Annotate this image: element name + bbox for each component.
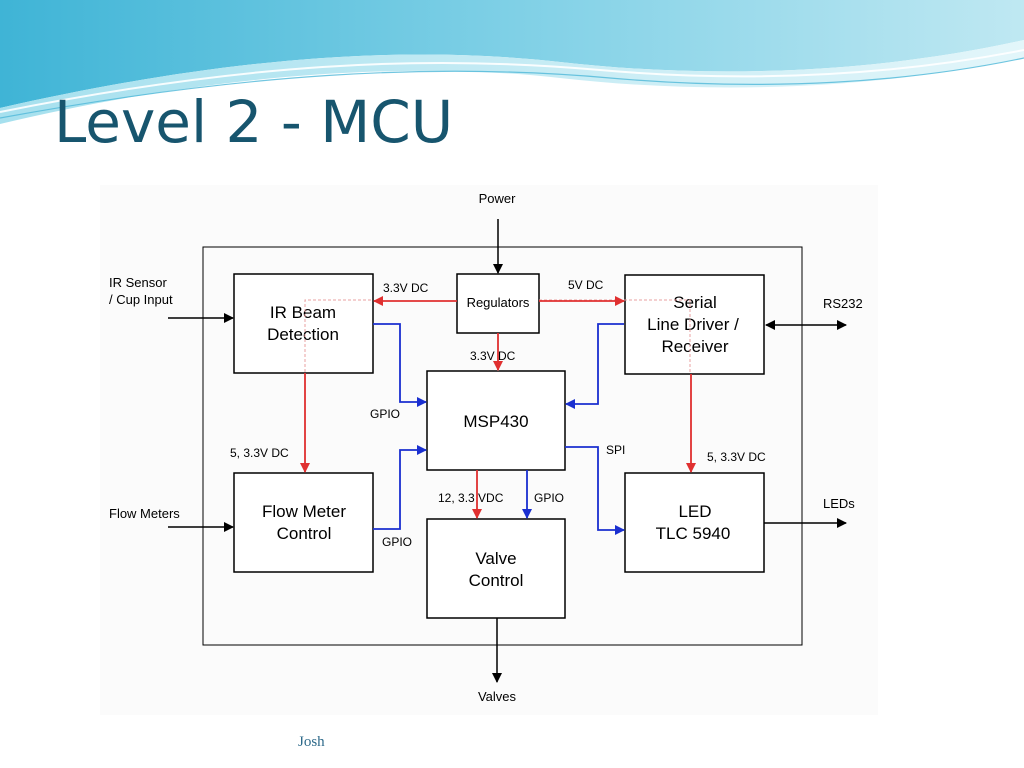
msp430-label: MSP430 (463, 412, 528, 431)
valve-label-line1: Valve (475, 549, 516, 568)
serial-to-led-voltage-label: 5, 3.3V DC (707, 450, 766, 464)
flow-meter-control-block: Flow Meter Control (233, 472, 374, 573)
mcu-board-boundary (202, 246, 803, 646)
valve-control-block: Valve Control (426, 518, 566, 619)
serial-label-line1: Serial (673, 293, 716, 312)
serial-line-driver-block: Serial Line Driver / Receiver (624, 274, 765, 375)
power-arrows (300, 296, 696, 519)
led-driver-block: LED TLC 5940 (624, 472, 765, 573)
flow-meter-label-line1: Flow Meter (262, 502, 346, 521)
ir-beam-label-line2: Detection (267, 325, 339, 344)
serial-label-line2: Line Driver / (647, 315, 739, 334)
ir-beam-detection-block: IR Beam Detection (233, 273, 374, 374)
mcu-spi-label: SPI (606, 443, 625, 457)
valves-label: Valves (478, 689, 517, 704)
flow-gpio-label: GPIO (382, 535, 412, 549)
led-label-line2: TLC 5940 (656, 524, 731, 543)
footer-author: Josh (298, 734, 325, 750)
header-wave-banner (0, 0, 1024, 124)
flow-meter-label-line2: Control (277, 524, 332, 543)
rs232-label: RS232 (823, 296, 863, 311)
regulators-block: Regulators (456, 273, 540, 334)
flow-meters-label: Flow Meters (109, 506, 180, 521)
mcu-valve-power-label: 12, 3.3 VDC (438, 491, 504, 505)
ir-beam-label-line1: IR Beam (270, 303, 336, 322)
reg-to-ir-voltage-label: 3.3V DC (383, 281, 429, 295)
ir-gpio-label: GPIO (370, 407, 400, 421)
reg-to-mcu-voltage-label: 3.3V DC (470, 349, 516, 363)
serial-label-line3: Receiver (661, 337, 728, 356)
power-label: Power (479, 191, 517, 206)
signal-arrows (373, 323, 625, 535)
ir-to-flow-voltage-label: 5, 3.3V DC (230, 446, 289, 460)
regulators-label: Regulators (467, 295, 530, 310)
led-label-line1: LED (678, 502, 711, 521)
mcu-valve-gpio-label: GPIO (534, 491, 564, 505)
slide-title: Level 2 - MCU (54, 88, 454, 156)
leds-label: LEDs (823, 496, 855, 511)
reg-to-serial-voltage-label: 5V DC (568, 278, 604, 292)
msp430-block: MSP430 (426, 370, 566, 471)
ir-sensor-label-line2: / Cup Input (109, 292, 173, 307)
ir-sensor-label-line1: IR Sensor (109, 275, 167, 290)
valve-label-line2: Control (469, 571, 524, 590)
